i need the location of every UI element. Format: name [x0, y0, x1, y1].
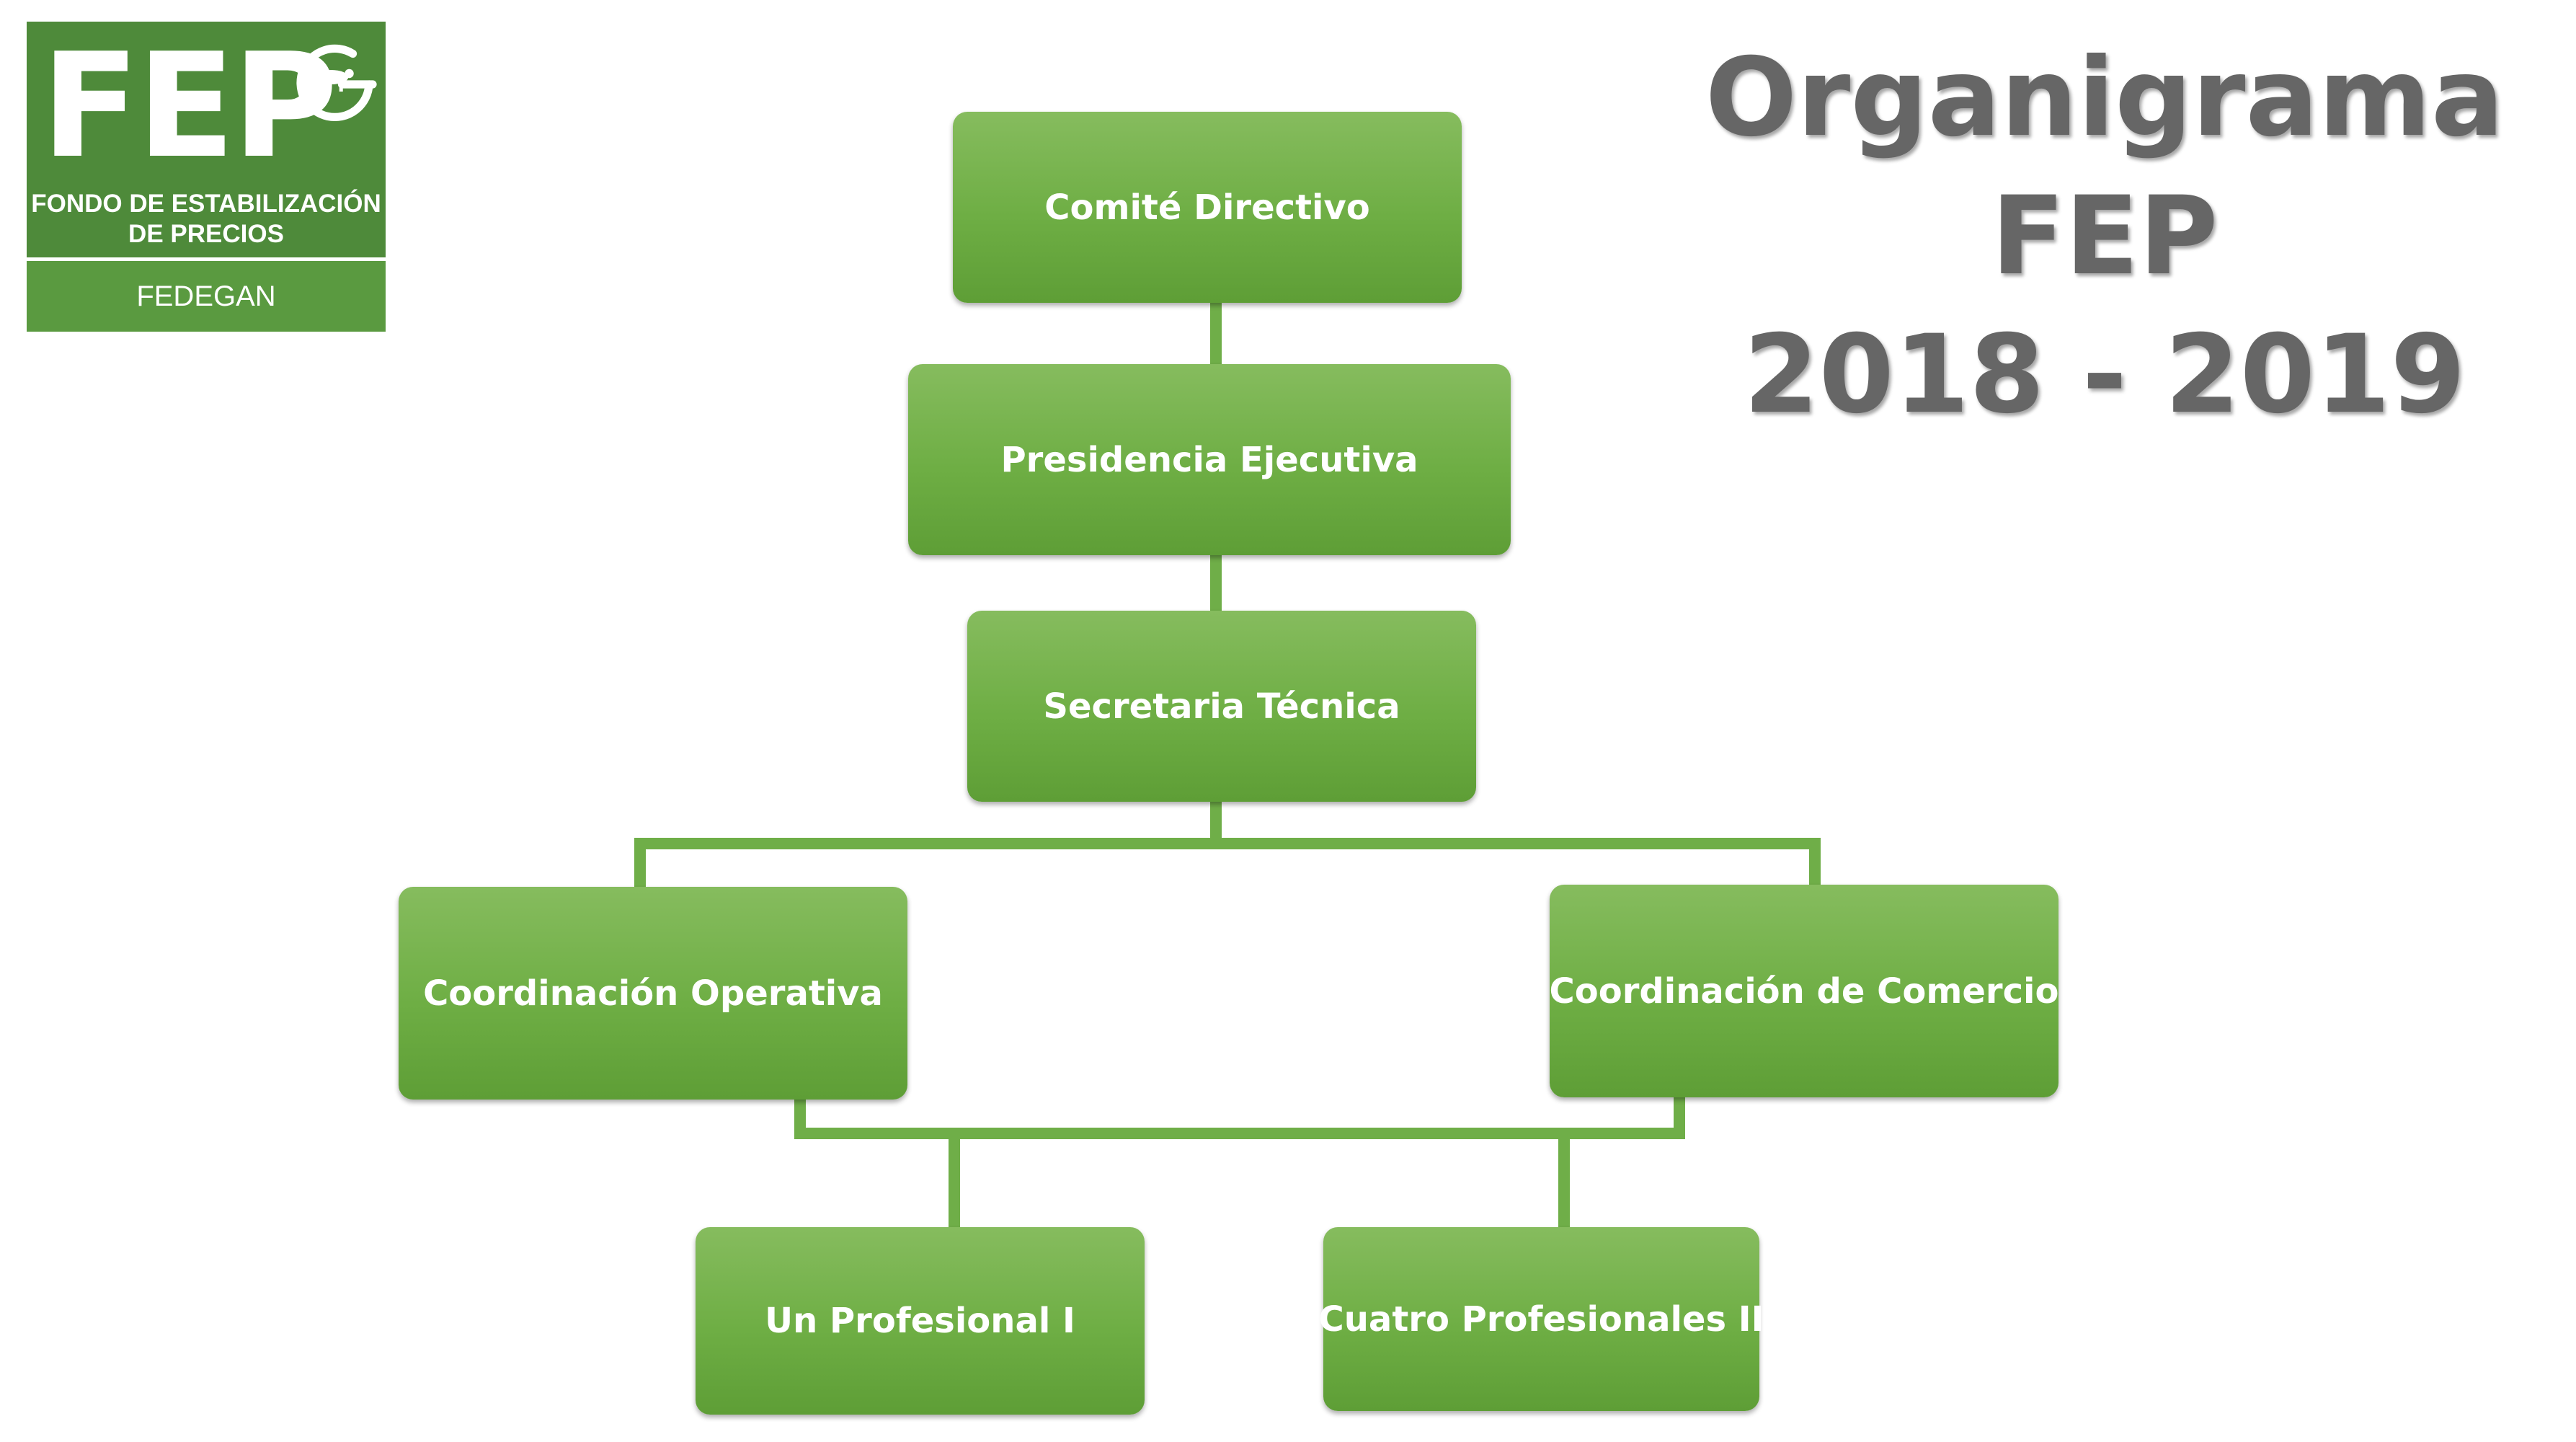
logo-letters: FEP — [41, 22, 338, 190]
title-line-1: Organigrama FEP — [1705, 35, 2505, 299]
node-secretaria-tecnica: Secretaria Técnica — [967, 611, 1476, 802]
node-un-profesional: Un Profesional I — [696, 1227, 1145, 1415]
node-coordinacion-comercio: Coordinación de Comercio — [1550, 885, 2058, 1097]
logo-main-panel: FEP FONDO DE ESTABILIZACIÓN DE PRECIOS — [27, 22, 386, 257]
node-coordinacion-operativa: Coordinación Operativa — [399, 887, 907, 1100]
page-title: Organigrama FEP 2018 - 2019 — [1643, 29, 2566, 444]
fep-logo: FEP FONDO DE ESTABILIZACIÓN DE PRECIOS F… — [27, 22, 386, 332]
logo-divider — [27, 257, 386, 261]
node-cuatro-profesionales: Cuatro Profesionales II — [1319, 1227, 1764, 1411]
logo-footer: FEDEGAN — [27, 261, 386, 332]
node-presidencia-ejecutiva: Presidencia Ejecutiva — [908, 364, 1511, 555]
cattle-emblem-icon — [296, 44, 377, 122]
node-comite-directivo: Comité Directivo — [953, 112, 1462, 303]
connector-secretaria-branches — [634, 838, 1821, 887]
logo-subtitle: FONDO DE ESTABILIZACIÓN DE PRECIOS — [27, 189, 386, 249]
title-line-2: 2018 - 2019 — [1744, 312, 2466, 438]
logo-subtitle-line1: FONDO DE ESTABILIZACIÓN — [31, 190, 381, 218]
connector-coordinations-bus — [794, 1097, 1685, 1139]
logo-subtitle-line2: DE PRECIOS — [128, 220, 284, 248]
